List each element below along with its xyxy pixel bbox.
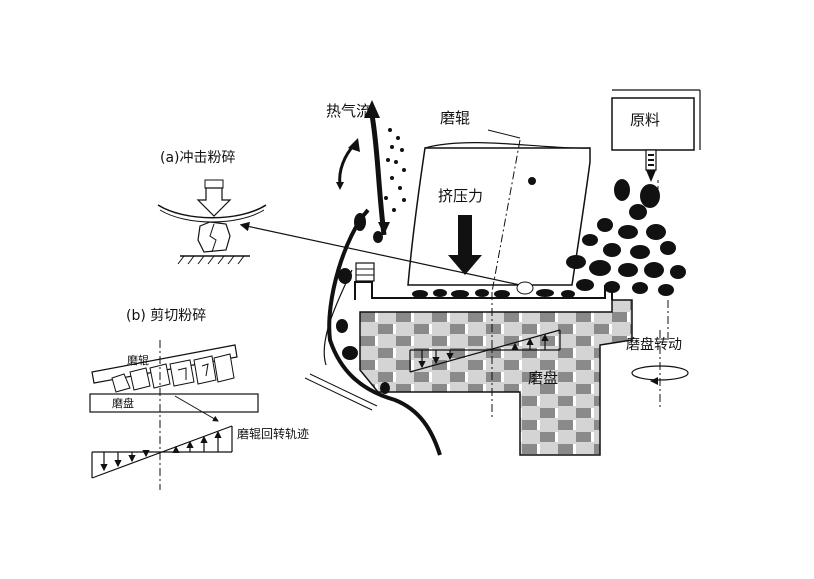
table-rotation-label: 磨盘转动: [626, 338, 682, 352]
shear-crushing-label: (b) 剪切粉碎: [126, 309, 206, 323]
inset-table-label: 磨盘: [112, 398, 134, 409]
impact-crushing-inset: [158, 180, 266, 264]
grinding-roller-label: 磨辊: [440, 111, 470, 126]
roller-track-label: 磨辊回转轨迹: [237, 428, 309, 440]
hot-air-flow: [336, 100, 406, 235]
raw-material-hopper: [612, 90, 700, 182]
grinding-roller: [408, 130, 590, 292]
roller-track-profile: [92, 426, 232, 478]
hot-air-flow-label: 热气流: [326, 104, 371, 119]
squeeze-force-label: 挤压力: [438, 189, 483, 204]
grinding-table: [355, 263, 632, 455]
inset-roller-label: 磨辊: [127, 355, 149, 366]
impact-crushing-label: (a)冲击粉碎: [160, 151, 236, 165]
roller-pivot: [528, 177, 536, 185]
dam-ring: [356, 263, 374, 281]
raw-material-label: 原料: [630, 113, 660, 128]
grinding-table-label: 磨盘: [528, 371, 558, 386]
material-bed: [412, 289, 575, 298]
shear-crushing-inset: [90, 340, 258, 490]
